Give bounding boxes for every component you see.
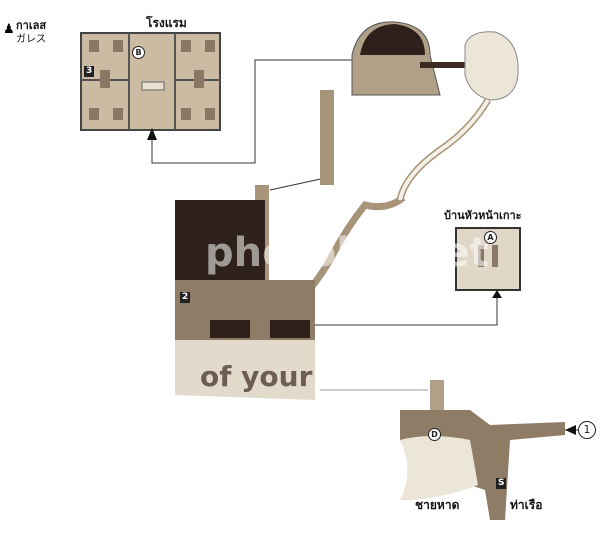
marker-3: 3 <box>84 66 95 77</box>
character-label-thai: กาเลส <box>16 19 47 32</box>
chief-house-label: บ้านหัวหน้าเกาะ <box>444 209 522 222</box>
chief-connector-line <box>315 292 498 326</box>
character-label-jp: ガレス <box>16 34 46 45</box>
top-building-map <box>297 21 519 303</box>
arrow-link-1 <box>269 177 326 191</box>
watermark-line2: of your <box>200 360 313 393</box>
hotel-label: โรงแรม <box>146 16 187 30</box>
watermark-line1: photobucket <box>205 230 489 276</box>
beach-pier-map <box>400 380 576 520</box>
marker-a: A <box>484 231 497 244</box>
marker-d: D <box>428 428 441 441</box>
marker-2: 2 <box>180 292 191 303</box>
beach-label: ชายหาด <box>415 498 460 512</box>
exit-marker-1: 1 <box>578 421 596 439</box>
hotel-map <box>80 32 221 140</box>
town-map <box>175 185 315 400</box>
marker-s: S <box>496 478 507 489</box>
character-icon: ♟ <box>3 22 15 37</box>
pier-label: ท่าเรือ <box>510 498 543 512</box>
hotel-connector-line <box>151 59 355 164</box>
marker-b: B <box>132 46 145 59</box>
